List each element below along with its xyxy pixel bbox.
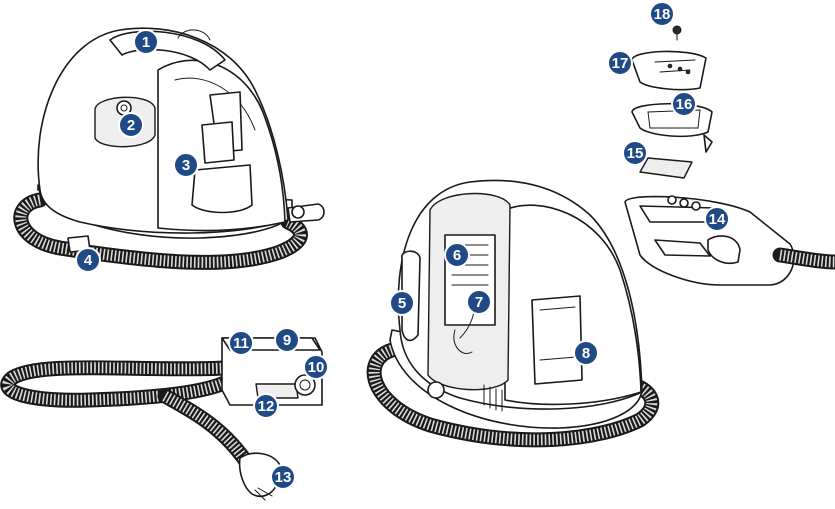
callout-7: 7 (467, 290, 491, 314)
callout-18: 18 (650, 2, 674, 26)
callout-6-label: 6 (453, 247, 461, 264)
callout-4-label: 4 (84, 252, 93, 269)
accessory-parts (625, 26, 835, 285)
callout-2-label: 2 (127, 117, 135, 134)
callout-12-label: 12 (258, 398, 275, 415)
callout-1-label: 1 (142, 34, 150, 51)
machine-front-view (21, 28, 324, 262)
callout-3: 3 (174, 153, 198, 177)
callout-12: 12 (254, 394, 278, 418)
callout-8-label: 8 (582, 345, 590, 362)
callout-7-label: 7 (475, 294, 483, 311)
callout-9: 9 (275, 328, 299, 352)
callout-10: 10 (304, 355, 328, 379)
callout-17-label: 17 (612, 55, 629, 72)
callout-3-label: 3 (182, 157, 190, 174)
callout-2: 2 (119, 113, 143, 137)
callout-1: 1 (134, 30, 158, 54)
dirty-water-tank (532, 296, 582, 384)
callout-13-label: 13 (275, 469, 292, 486)
callout-17: 17 (608, 51, 632, 75)
callout-6: 6 (445, 243, 469, 267)
callout-5-label: 5 (398, 295, 406, 312)
callout-5: 5 (390, 291, 414, 315)
callout-15: 15 (623, 141, 647, 165)
callout-11: 11 (229, 331, 253, 355)
callout-14-label: 14 (709, 211, 726, 228)
screw-icon (673, 26, 681, 34)
callout-15-label: 15 (627, 145, 644, 162)
callout-8: 8 (574, 341, 598, 365)
tool-top-cover (632, 51, 706, 89)
front-tank-bottom (192, 165, 252, 213)
tool-pad (640, 158, 692, 178)
callout-16: 16 (672, 92, 696, 116)
machine-rear-view (374, 180, 652, 439)
callout-14: 14 (705, 207, 729, 231)
callout-11-label: 11 (233, 335, 249, 352)
callout-10-label: 10 (308, 359, 325, 376)
callout-18-label: 18 (654, 6, 671, 23)
callout-16-label: 16 (676, 96, 693, 113)
callout-13: 13 (271, 465, 295, 489)
callout-4: 4 (76, 248, 100, 272)
callout-9-label: 9 (283, 332, 291, 349)
